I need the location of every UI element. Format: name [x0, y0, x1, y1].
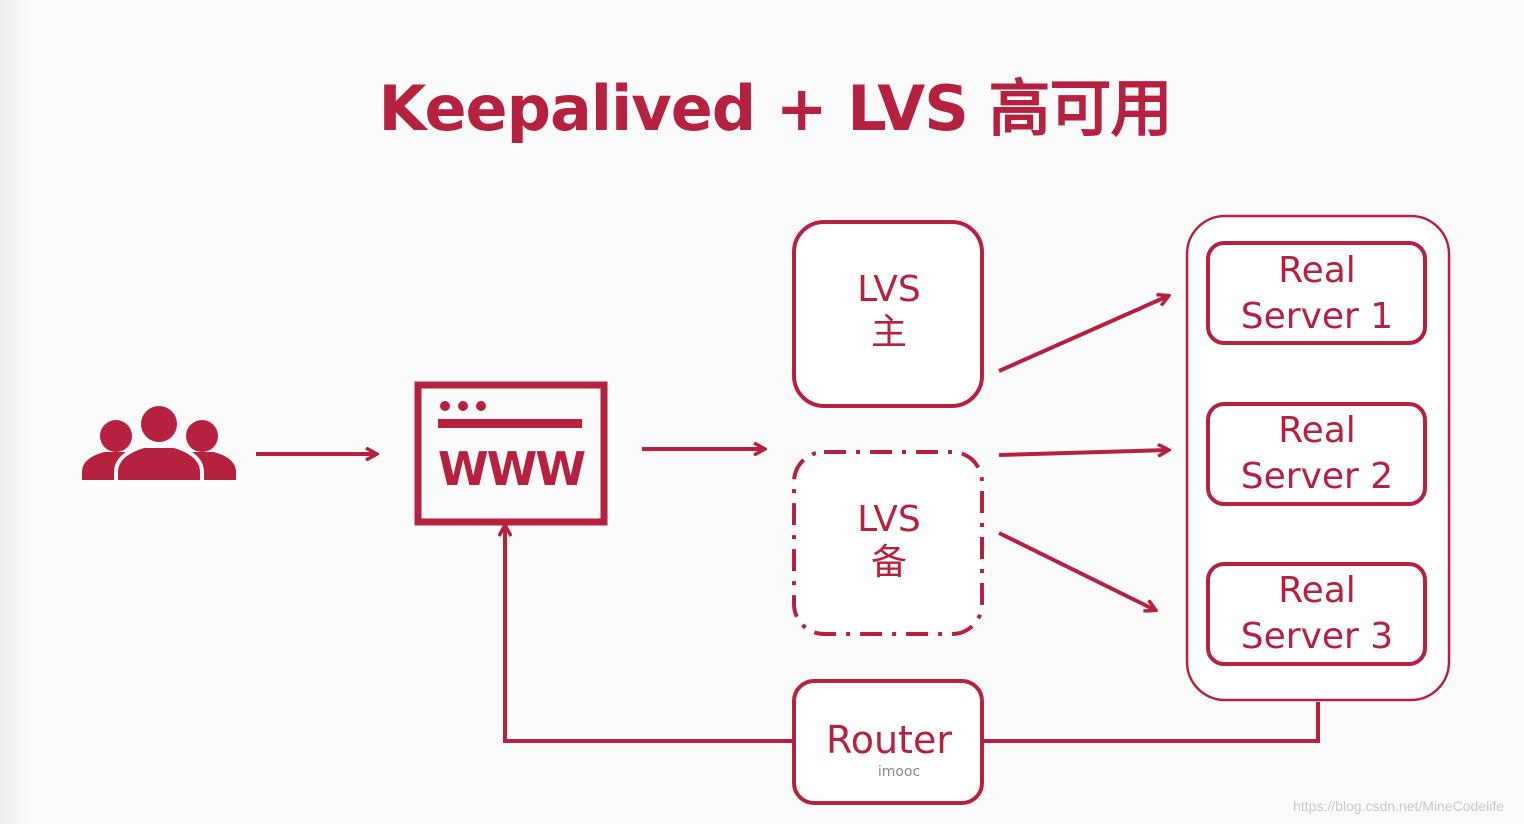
real-server-2-label: Real Server 2	[1208, 408, 1426, 500]
router-label: Router	[826, 718, 952, 762]
lvs-master-line1: LVS	[857, 269, 921, 310]
lvs-master-line2: 主	[870, 312, 907, 354]
real-server-2-line2: Server 2	[1240, 456, 1394, 497]
page-title: Keepalived + LVS 高可用	[378, 72, 1173, 145]
lvs-backup-label: LVS 备	[794, 498, 984, 584]
lvs-master-box	[792, 220, 984, 408]
router-sublabel: imooc	[877, 764, 921, 780]
real-server-1-box	[1206, 241, 1427, 345]
real-server-3-box	[1206, 562, 1427, 666]
arrow-lvs-to-server-1	[998, 296, 1168, 373]
www-label: WWW	[437, 442, 586, 496]
real-server-1-line1: Real	[1278, 250, 1356, 291]
arrow-lvs-to-server-2	[998, 450, 1168, 455]
lvs-backup-line1: LVS	[857, 499, 921, 540]
real-server-1-line2: Server 1	[1240, 296, 1394, 337]
lvs-backup-box	[792, 450, 984, 636]
real-server-2-box	[1206, 402, 1427, 506]
left-edge-shade	[0, 0, 30, 824]
watermark: https://blog.csdn.net/MineCodelife	[1293, 798, 1504, 814]
real-server-1-label: Real Server 1	[1208, 248, 1426, 340]
real-server-3-line1: Real	[1278, 570, 1356, 611]
lvs-backup-line2: 备	[870, 542, 907, 584]
real-server-2-line1: Real	[1278, 410, 1356, 451]
lvs-master-label: LVS 主	[794, 268, 984, 354]
users-icon	[82, 402, 236, 484]
real-server-3-line2: Server 3	[1240, 616, 1394, 657]
real-server-3-label: Real Server 3	[1208, 568, 1426, 660]
browser-window-icon	[414, 381, 608, 526]
line-servers-to-router	[982, 702, 1320, 743]
arrow-router-to-www	[505, 526, 794, 743]
arrow-lvs-to-server-3	[998, 531, 1155, 610]
